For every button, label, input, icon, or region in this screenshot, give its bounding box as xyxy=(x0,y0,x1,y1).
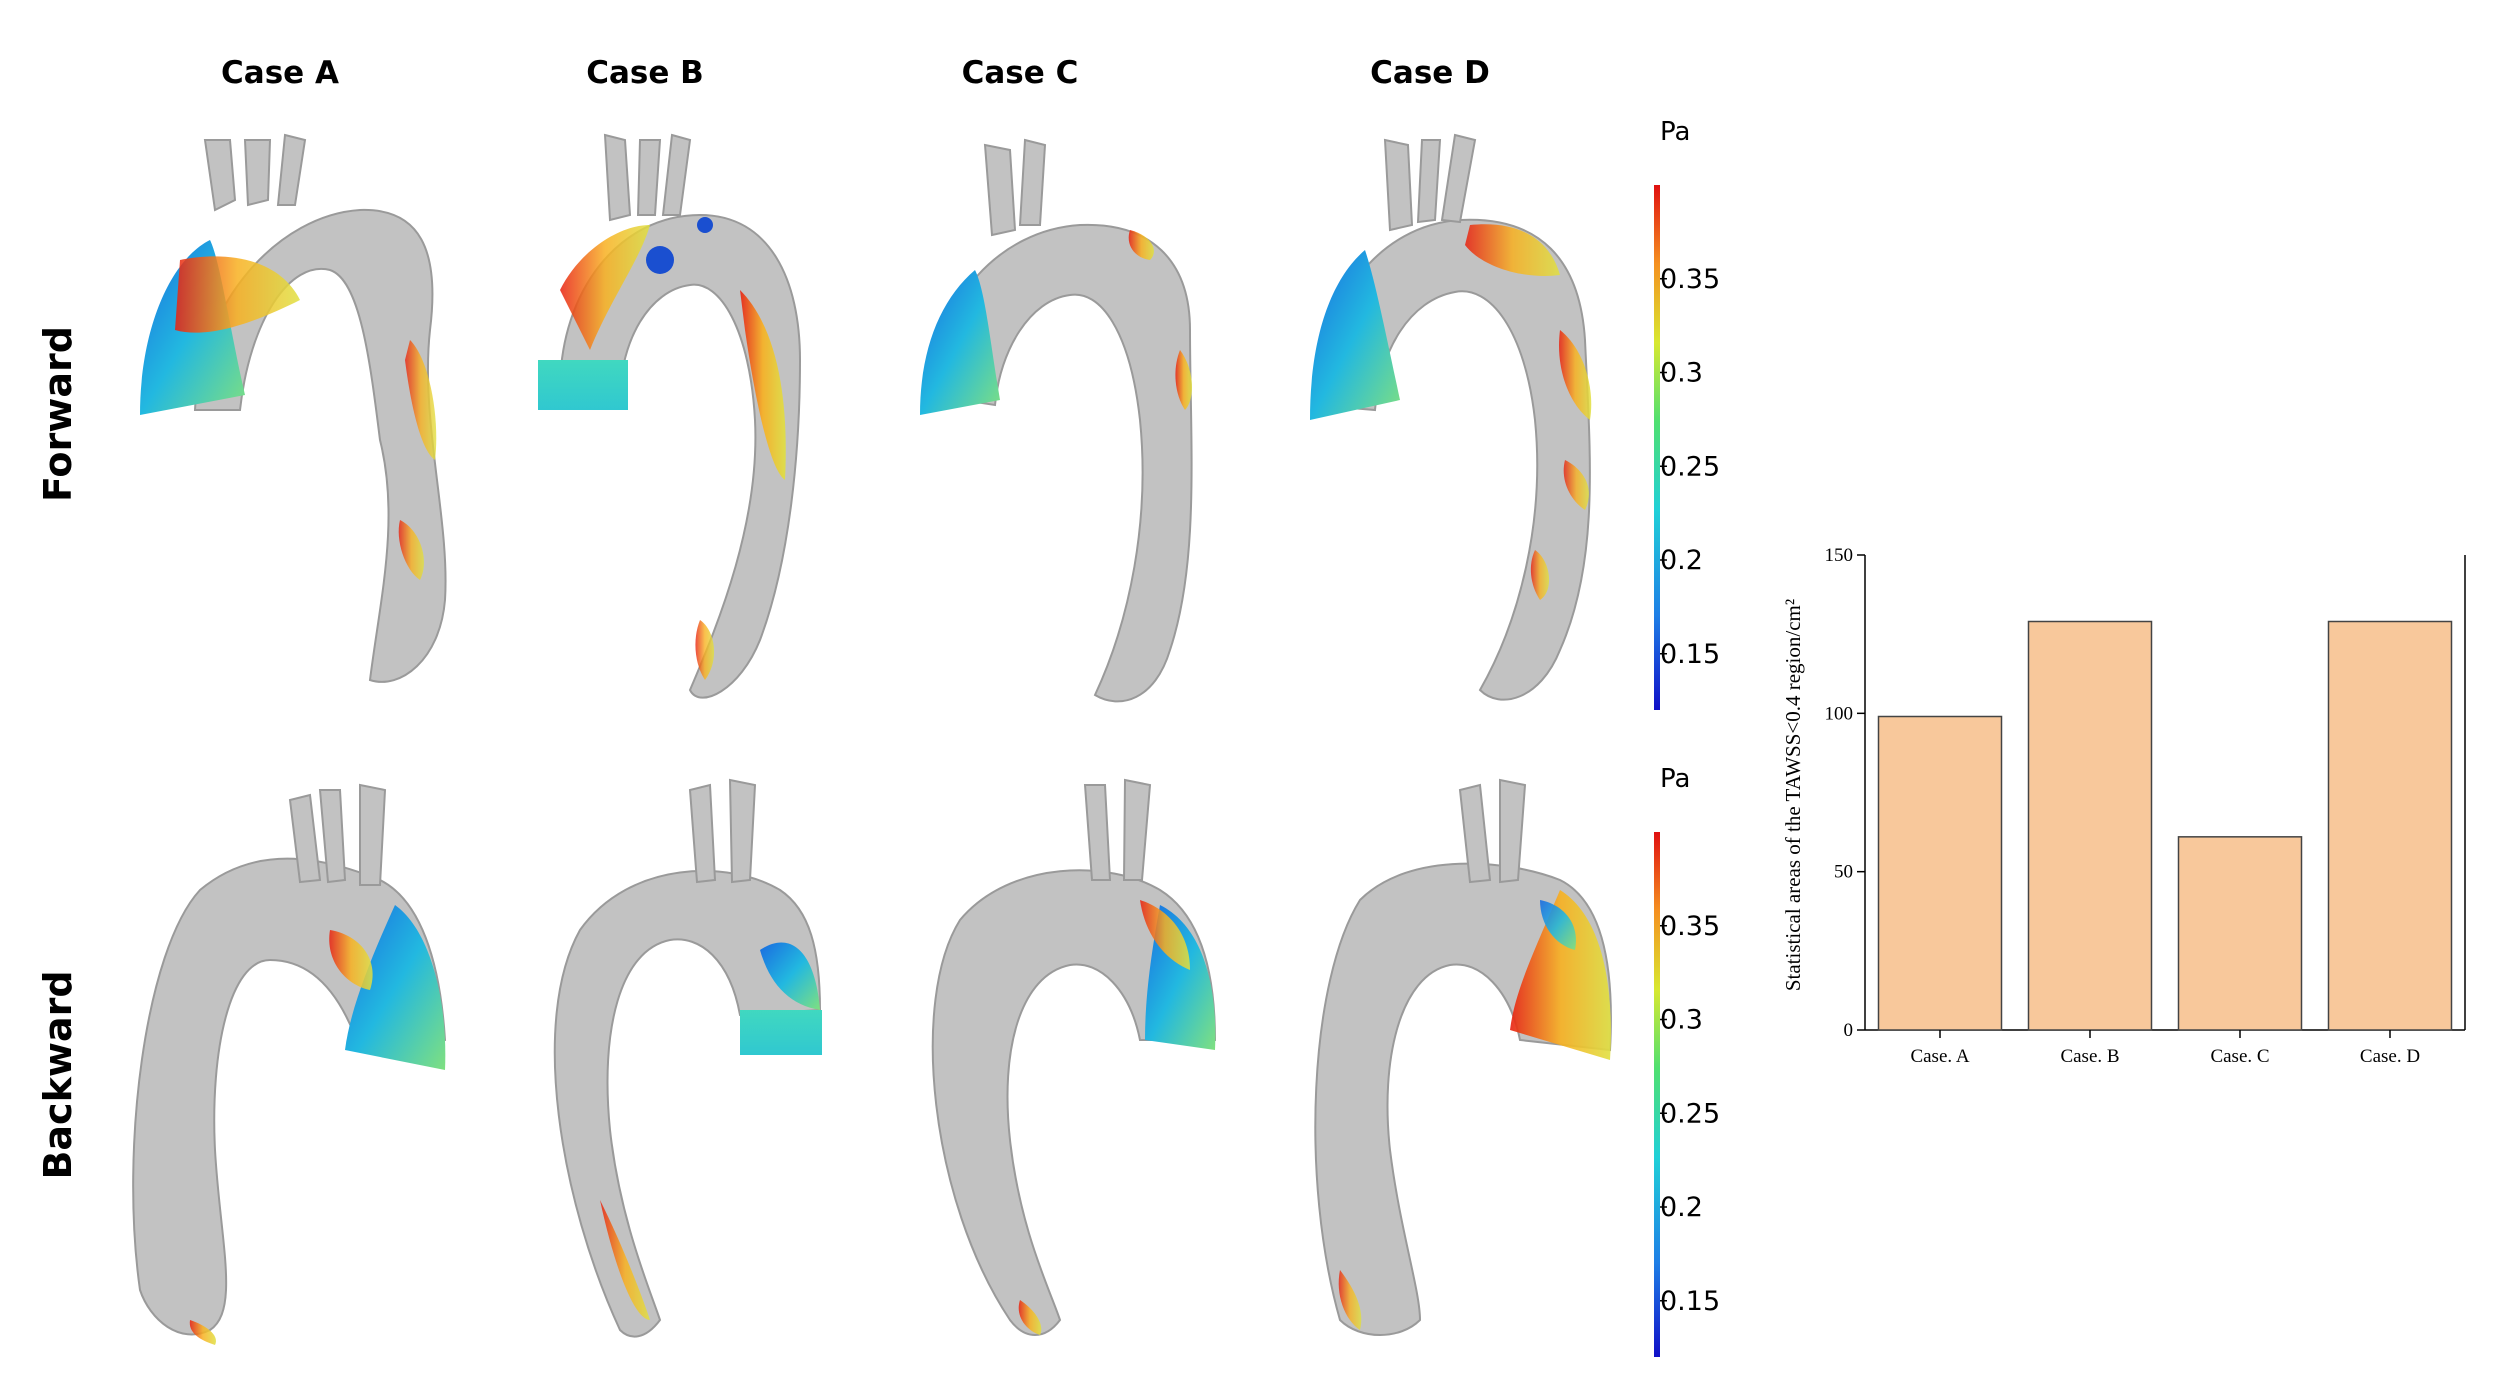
forward-colorbar: Pa 0.35 0.3 0.25 0.2 0.15 xyxy=(1654,117,1720,710)
backward-colorbar-unit: Pa xyxy=(1660,764,1690,794)
backward-colorbar-tick-label: 0.15 xyxy=(1660,1286,1720,1317)
forward-aorta-case-a xyxy=(140,133,447,683)
bar-4 xyxy=(2327,620,2453,1031)
x-tick-label: Case. A xyxy=(1910,1046,1969,1067)
backward-colorbar: Pa 0.35 0.3 0.25 0.2 0.15 xyxy=(1654,764,1720,1357)
backward-aorta-case-d xyxy=(1314,778,1612,1336)
case-b-header: Case B xyxy=(586,55,704,91)
x-tick-label: Case. D xyxy=(2360,1046,2420,1067)
y-tick-label: 150 xyxy=(1825,545,1854,566)
forward-colorbar-tick-label: 0.25 xyxy=(1660,451,1720,482)
case-d-header: Case D xyxy=(1370,55,1490,91)
forward-colorbar-tick-label: 0.15 xyxy=(1660,639,1720,670)
forward-aorta-case-d xyxy=(1310,133,1592,701)
backward-colorbar-tick-label: 0.2 xyxy=(1660,1192,1703,1223)
backward-aorta-case-c xyxy=(931,778,1217,1336)
y-axis-label: Statistical areas of the TAWSS<0.4 regio… xyxy=(1781,599,1805,991)
y-tick-label: 100 xyxy=(1825,703,1854,724)
x-tick-label: Case. B xyxy=(2060,1046,2119,1067)
forward-colorbar-unit: Pa xyxy=(1660,117,1690,147)
bar-2 xyxy=(2027,620,2153,1031)
forward-colorbar-tick-label: 0.35 xyxy=(1660,264,1720,295)
forward-colorbar-tick-label: 0.3 xyxy=(1660,358,1703,389)
forward-colorbar-gradient xyxy=(1654,185,1660,710)
bar-chart: 0 50 100 150 Case. A Case. B Case. C Case. D S… xyxy=(1781,545,2466,1067)
backward-colorbar-tick-label: 0.35 xyxy=(1660,911,1720,942)
forward-aorta-case-b xyxy=(538,133,802,699)
y-tick-label: 50 xyxy=(1834,862,1853,883)
backward-aorta-case-b xyxy=(553,778,822,1338)
backward-colorbar-tick-label: 0.25 xyxy=(1660,1098,1720,1129)
bar-1 xyxy=(1877,715,2003,1031)
case-a-header: Case A xyxy=(221,55,339,91)
backward-aorta-case-a xyxy=(132,783,447,1345)
backward-colorbar-tick-label: 0.3 xyxy=(1660,1005,1703,1036)
x-tick-label: Case. C xyxy=(2210,1046,2269,1067)
bar-3 xyxy=(2177,836,2303,1031)
forward-aorta-case-c xyxy=(920,138,1193,703)
y-tick-label: 0 xyxy=(1844,1020,1854,1041)
backward-colorbar-gradient xyxy=(1654,832,1660,1357)
forward-colorbar-tick-label: 0.2 xyxy=(1660,545,1703,576)
case-c-header: Case C xyxy=(961,55,1079,91)
